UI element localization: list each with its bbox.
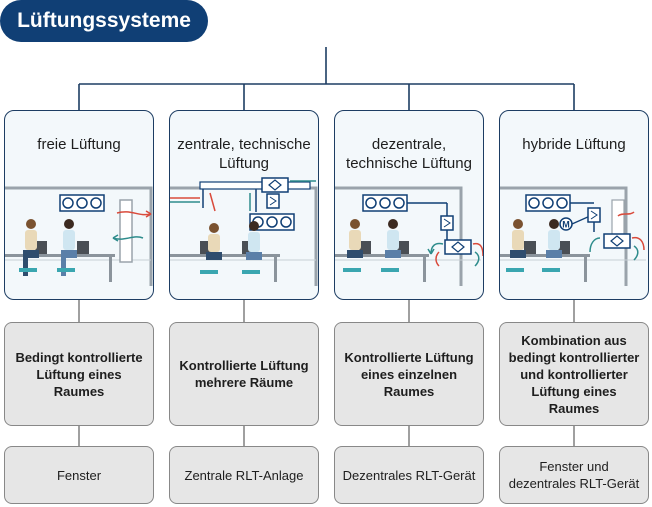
device-box-decentral: Dezentrales RLT-Gerät xyxy=(334,446,484,504)
office-workers-icon xyxy=(5,219,115,282)
card-hybrid-ventilation: hybride Lüftung M xyxy=(499,110,649,300)
room-illustration xyxy=(5,186,153,286)
clock-panel-icon xyxy=(249,213,295,231)
decentral-unit-icon xyxy=(587,207,631,249)
description-box-decentral: Kontrollierte Lüftung eines einzelnen Ra… xyxy=(334,322,484,426)
office-workers-icon xyxy=(335,219,429,282)
device-box-central: Zentrale RLT-Anlage xyxy=(169,446,319,504)
card-title: freie Lüftung xyxy=(37,136,121,153)
card-central-ventilation: zentrale, technische Lüftung xyxy=(169,110,319,300)
card-decentral-ventilation: dezentrale, technische Lüftung xyxy=(334,110,484,300)
description-box-central: Kontrollierte Lüftung mehrere Räume xyxy=(169,322,319,426)
clock-panel-icon xyxy=(59,194,105,212)
motor-label: M xyxy=(562,220,570,230)
motor-icon: M xyxy=(559,215,591,231)
device-box-hybrid: Fenster und dezentrales RLT-Gerät xyxy=(499,446,649,504)
card-title: hybride Lüftung xyxy=(522,136,626,153)
office-workers-icon xyxy=(500,219,590,282)
card-title: zentrale, technische Lüftung xyxy=(177,136,311,172)
room-illustration xyxy=(170,177,318,286)
page-title: Lüftungssysteme xyxy=(0,0,208,42)
description-box-hybrid: Kombination aus bedingt kontrollierter u… xyxy=(499,322,649,426)
device-box-free: Fenster xyxy=(4,446,154,504)
decentral-unit-icon xyxy=(440,215,472,255)
office-workers-icon xyxy=(170,221,280,282)
central-duct-icon xyxy=(170,177,316,212)
card-title: dezentrale, technische Lüftung xyxy=(346,136,472,172)
clock-panel-icon xyxy=(362,194,408,212)
room-illustration xyxy=(335,186,483,286)
card-free-ventilation: freie Lüftung xyxy=(4,110,154,300)
clock-panel-icon xyxy=(525,194,571,212)
description-box-free: Bedingt kontrollierte Lüftung eines Raum… xyxy=(4,322,154,426)
room-illustration: M xyxy=(500,186,646,286)
